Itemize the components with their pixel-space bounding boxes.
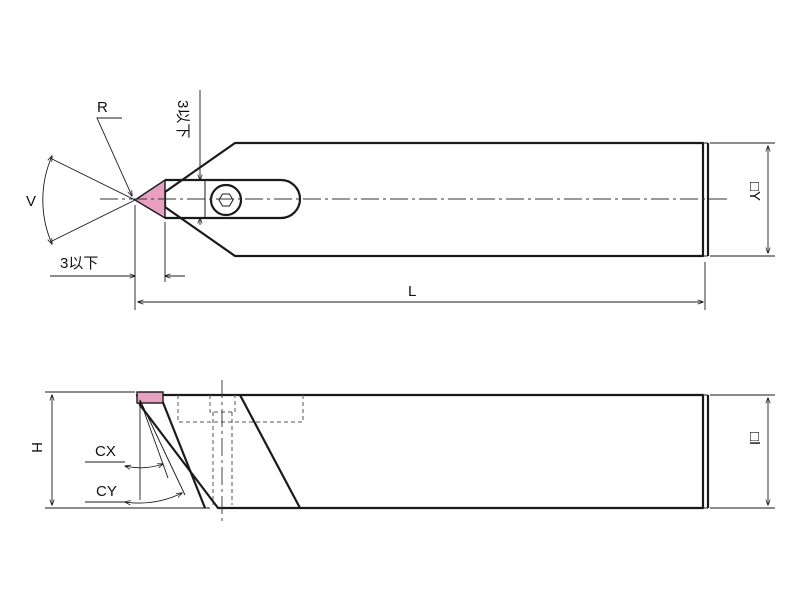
r-label: R (97, 99, 108, 116)
v-angle-label: V (26, 193, 36, 210)
side-view-pocket-edge (239, 394, 301, 509)
limit-top-label: 3以下 (174, 100, 191, 138)
cx-label: CX (95, 443, 116, 460)
hex-socket-icon (218, 193, 234, 207)
cx-angle-arc (125, 464, 163, 468)
top-view-body-outline (163, 141, 705, 258)
top-view-insert-slot (165, 178, 302, 220)
cy-angle-arc (125, 493, 182, 503)
cy-label: CY (96, 483, 117, 500)
clearance-cy-line (139, 399, 186, 496)
width-y-label: □Y (746, 182, 763, 201)
r-leader (96, 117, 132, 196)
height-label: H (28, 442, 45, 453)
length-label: L (408, 283, 416, 300)
clamp-screw-head (209, 183, 243, 217)
v-angle-leader-lower (49, 199, 136, 243)
width-i-label: □I (746, 432, 763, 445)
insert-tip-side (136, 391, 164, 404)
v-angle-arc (42, 156, 52, 244)
limit-bottom-label: 3以下 (60, 255, 98, 272)
side-view-hidden-slot (177, 395, 304, 423)
v-angle-leader-upper (49, 157, 136, 201)
top-view: V R 3以下 3以下 L □Y (26, 90, 775, 310)
side-view: H CX CY □I (28, 380, 775, 525)
